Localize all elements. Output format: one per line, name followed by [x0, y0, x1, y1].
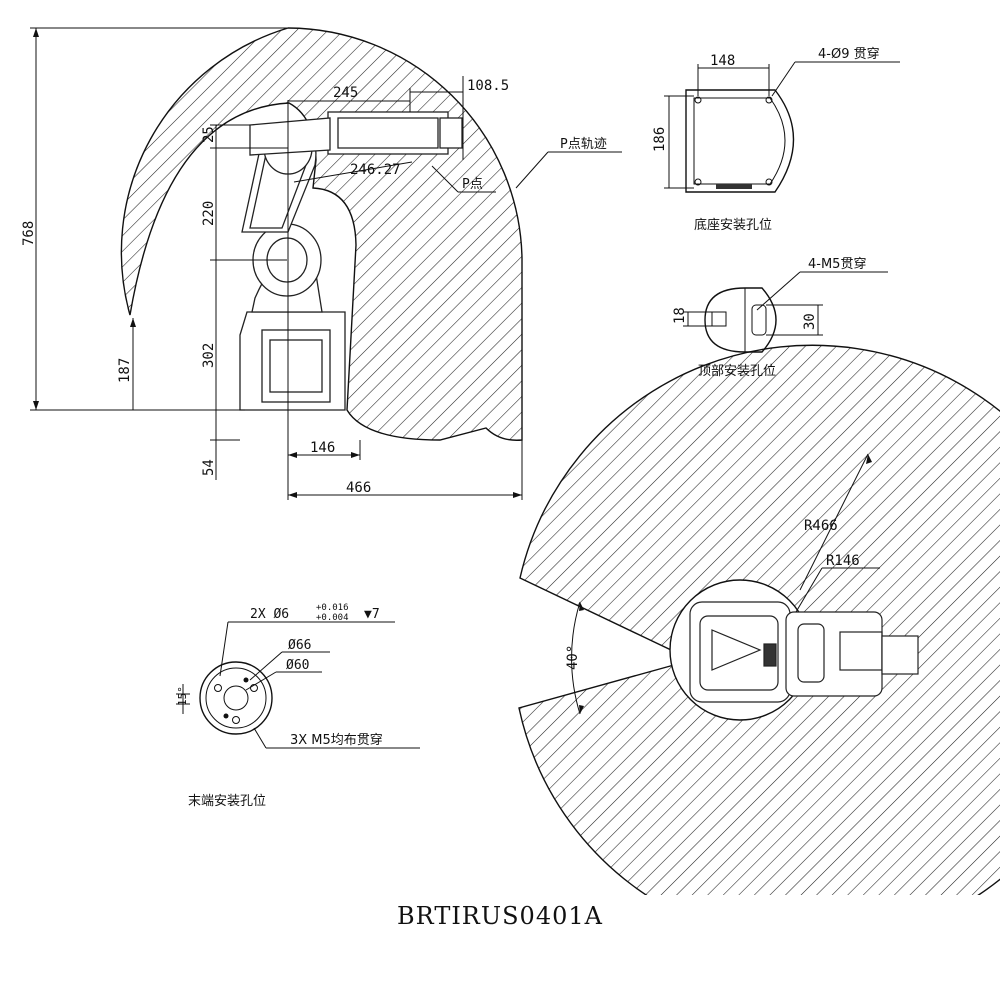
dim-30: 30 [802, 313, 818, 330]
base-mount-caption: 底座安装孔位 [694, 218, 773, 233]
base-hole [765, 96, 773, 104]
dia-60: Ø60 [286, 658, 309, 673]
dim-302: 302 [201, 343, 217, 368]
flange-pin [243, 677, 249, 683]
side-dimension-arrows [33, 28, 522, 498]
flange-pin [223, 713, 229, 719]
dim-187: 187 [117, 358, 133, 383]
tolerance-upper: +0.016 [316, 603, 349, 613]
angle-40: 40° [565, 645, 581, 670]
dim-146: 146 [310, 440, 335, 456]
side-dimension-lines [30, 27, 622, 500]
dim-220: 220 [201, 201, 217, 226]
dim-466: 466 [346, 480, 371, 496]
side-dimension-texts: 768 187 302 220 25 54 146 466 245 108.5 … [21, 78, 509, 496]
flange-hole [214, 684, 222, 692]
p-track-label: P点轨迹 [560, 137, 607, 152]
base-mount-view: 148 186 4-Ø9 贯穿 [652, 46, 900, 193]
top-mount-view: 18 30 4-M5贯穿 [672, 256, 888, 353]
tolerance-lower: +0.004 [316, 613, 349, 623]
radius-466: R466 [804, 518, 838, 534]
dim-246-27: 246.27 [350, 162, 401, 178]
end-mount-caption: 末端安装孔位 [188, 794, 267, 809]
dim-25: 25 [201, 126, 217, 143]
dim-54: 54 [201, 459, 217, 476]
top-holes-note: 4-M5贯穿 [808, 256, 866, 272]
dim-186: 186 [652, 127, 668, 152]
model-code: BRTIRUS0401A [397, 902, 603, 930]
flange-hole [232, 716, 240, 724]
dim-245: 245 [333, 85, 358, 101]
dim-148: 148 [710, 53, 735, 69]
dia-66: Ø66 [288, 638, 311, 653]
base-hole [694, 178, 702, 186]
end-flange-view: 2X Ø6 +0.016 +0.004 ▼7 Ø66 Ø60 15° 3X M5… [176, 603, 420, 749]
angle-15: 15° [176, 686, 189, 706]
radius-146: R146 [826, 553, 860, 569]
pin-callout: 2X Ø6 [250, 607, 289, 622]
dim-768: 768 [21, 221, 37, 246]
base-hole [694, 96, 702, 104]
p-point-label: P点 [462, 177, 483, 192]
top-mount-caption: 顶部安装孔位 [698, 364, 777, 379]
end-holes-note: 3X M5均布贯穿 [290, 732, 383, 748]
dim-108-5: 108.5 [467, 78, 509, 94]
base-holes-note: 4-Ø9 贯穿 [818, 46, 880, 62]
dim-18: 18 [672, 307, 688, 324]
base-hole [765, 178, 773, 186]
robot-plan-view [689, 601, 919, 703]
plan-workspace-area [518, 344, 1000, 895]
depth-callout: ▼7 [364, 607, 380, 622]
flange-hole [250, 684, 258, 692]
